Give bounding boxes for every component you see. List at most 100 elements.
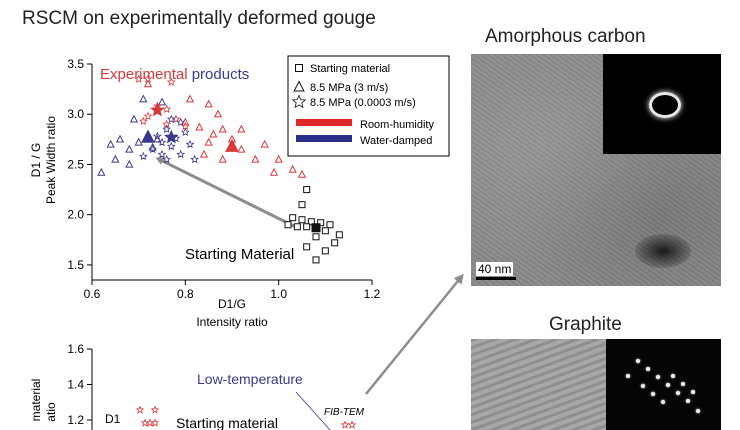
data-point	[180, 127, 190, 137]
data-point	[209, 129, 218, 138]
y-axis-label-2: atio	[44, 402, 58, 422]
data-point	[157, 149, 167, 159]
series-8-5-mpa-0-0003-m-s-water-damped	[138, 114, 200, 164]
low-temperature-leader	[295, 391, 331, 430]
mean-point	[141, 129, 155, 143]
fft-inset-amorphous	[603, 54, 721, 154]
x-tick-label: 0.6	[84, 287, 101, 301]
data-point	[204, 99, 213, 108]
y-tick-label: 2.0	[67, 208, 84, 222]
mean-point	[225, 138, 239, 152]
tem-texture	[471, 339, 606, 430]
legend-room-humidity-swatch	[296, 119, 352, 126]
y-tick-label: 2.5	[67, 157, 84, 171]
chart-title: Experimental products	[100, 66, 249, 83]
legend-water-damped-swatch	[296, 135, 352, 142]
y-axis-label: D1 / G	[29, 143, 43, 178]
y-tick-label: 3.0	[67, 107, 84, 121]
data-point	[237, 144, 246, 153]
data-point	[143, 111, 153, 121]
data-point	[185, 139, 195, 149]
data-point	[312, 233, 320, 241]
graphite-title: Graphite	[549, 314, 622, 335]
y-tick-label: 1.2	[67, 413, 84, 427]
legend-label: Starting material	[310, 63, 390, 75]
data-point	[143, 74, 153, 83]
data-point	[307, 218, 315, 226]
diffraction-spot	[661, 400, 665, 404]
series-starting-material	[284, 186, 343, 264]
diffraction-spot	[651, 392, 655, 396]
diffraction-spot	[656, 375, 660, 379]
diffraction-spot	[686, 399, 690, 403]
data-point	[143, 79, 153, 88]
legend-star-icon	[291, 94, 307, 109]
data-point	[260, 139, 269, 148]
series-label-d1: D1	[105, 412, 121, 426]
x-axis-label: D1/G	[218, 297, 246, 311]
data-point	[321, 227, 329, 235]
x-axis-label-2: Intensity ratio	[196, 315, 268, 329]
mean-point	[150, 102, 165, 117]
dark-particle	[635, 234, 691, 268]
data-point	[125, 159, 134, 168]
graphite-tem-image	[471, 339, 721, 430]
diffraction-spot	[641, 384, 645, 388]
diffraction-spot	[636, 359, 640, 363]
data-point	[237, 124, 246, 133]
data-point	[150, 418, 160, 427]
legend-label: 8.5 MPa (0.0003 m/s)	[310, 97, 416, 109]
legend-label: Water-damped	[360, 135, 432, 147]
data-point	[166, 141, 176, 151]
data-point	[293, 223, 301, 231]
data-point	[138, 116, 148, 126]
data-point	[129, 114, 139, 123]
diffraction-spot	[666, 383, 670, 387]
data-point	[303, 186, 311, 194]
data-point	[148, 142, 157, 151]
data-point	[298, 201, 306, 209]
x-tick-label: 1.0	[270, 287, 287, 301]
data-point	[176, 117, 186, 127]
diffraction-ring	[649, 92, 681, 118]
fib-tem-annotation: FIB-TEM	[324, 407, 365, 418]
data-point	[288, 164, 297, 173]
scale-bar-label: 40 nm	[476, 262, 514, 276]
data-point	[162, 154, 172, 164]
data-point	[204, 137, 213, 146]
data-point	[157, 97, 167, 106]
data-point	[326, 221, 334, 229]
low-temperature-annotation: Low-temperature	[197, 371, 303, 387]
connector-arrow	[365, 273, 464, 395]
mean-point	[311, 223, 321, 233]
y-tick-label: 3.5	[67, 57, 84, 71]
data-point	[148, 144, 158, 154]
data-point	[195, 122, 204, 131]
data-point	[106, 139, 115, 148]
data-point	[135, 405, 145, 414]
data-point	[297, 169, 307, 178]
diffraction-spot	[671, 374, 675, 378]
scale-bar	[476, 277, 516, 280]
data-point	[138, 151, 148, 161]
data-point	[274, 154, 283, 163]
data-point	[134, 137, 143, 146]
y-axis-label: material	[29, 379, 43, 422]
data-point	[111, 154, 120, 163]
x-tick-label: 1.2	[364, 287, 381, 301]
data-point	[335, 231, 343, 239]
y-tick-label: 1.4	[67, 378, 84, 392]
connector-arrows	[365, 273, 464, 395]
starting-material-annotation: Starting Material	[185, 246, 294, 263]
fft-inset-graphite	[606, 339, 721, 430]
data-point	[298, 216, 306, 224]
y-axis-label-2: Peak Width ratio	[44, 116, 58, 204]
y-tick-label: 1.6	[67, 342, 84, 356]
diffraction-spot	[646, 367, 650, 371]
data-point	[150, 405, 160, 414]
data-point	[162, 124, 172, 134]
data-point	[340, 420, 350, 429]
data-point	[125, 144, 134, 153]
